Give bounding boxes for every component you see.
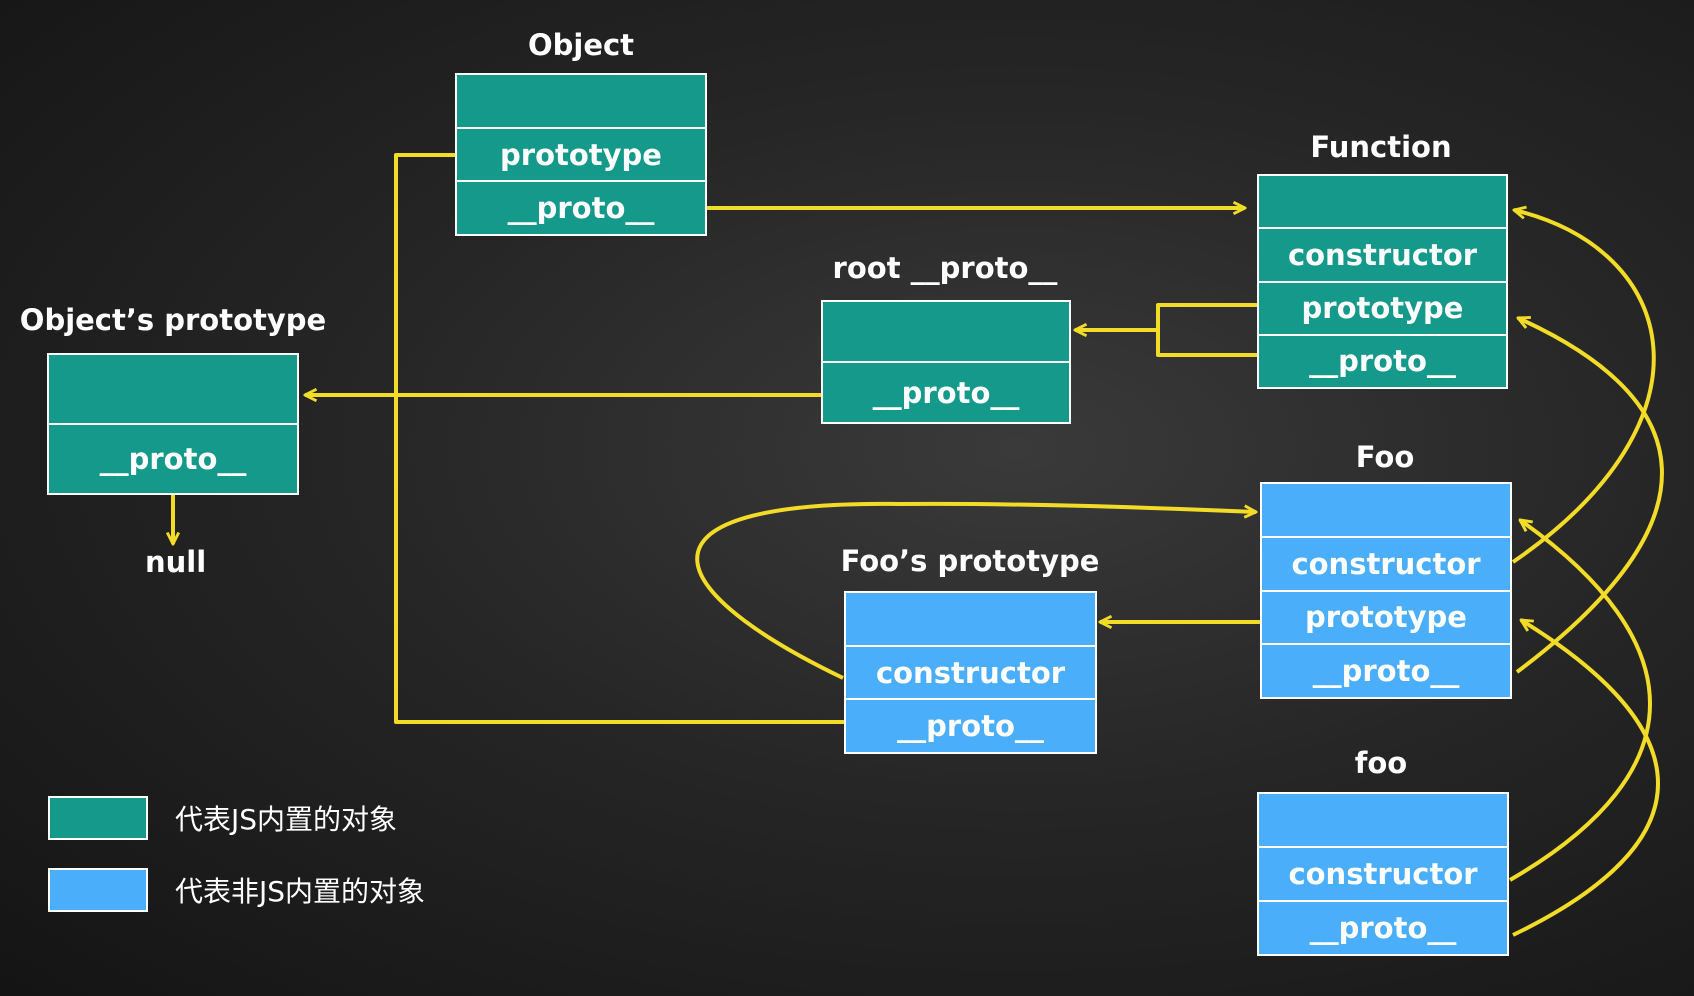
function-row-prototype: prototype	[1259, 280, 1506, 334]
object-prototype-node: __proto__	[47, 353, 299, 495]
foo-prototype-node: constructor __proto__	[844, 591, 1097, 754]
foo-instance-row-empty	[1259, 794, 1507, 846]
foo-instance-title: foo	[1354, 746, 1408, 780]
foo-node: constructor prototype __proto__	[1260, 482, 1512, 699]
foo-row-empty	[1262, 484, 1510, 536]
legend-custom-swatch	[48, 868, 148, 912]
legend-builtin-label: 代表JS内置的对象	[175, 803, 398, 836]
foo-title: Foo	[1355, 440, 1415, 474]
foo-prototype-row-empty	[846, 593, 1095, 645]
foo-prototype-title: Foo’s prototype	[840, 544, 1100, 578]
arrow-foo-proto-to-function-prototype	[1517, 318, 1664, 674]
arrow-foo-instance-proto-to-foo-prototype	[1512, 618, 1660, 937]
arrow-foo-instance-constructor-to-foo	[1508, 520, 1652, 882]
foo-row-constructor: constructor	[1262, 535, 1510, 590]
function-row-constructor: constructor	[1259, 227, 1506, 280]
legend-custom-label: 代表非JS内置的对象	[175, 875, 426, 908]
foo-row-proto: __proto__	[1262, 643, 1510, 697]
object-title: Object	[527, 28, 635, 62]
foo-instance-node: constructor __proto__	[1257, 792, 1509, 956]
object-row-proto: __proto__	[457, 180, 705, 234]
arrow-foo-constructor-to-function	[1513, 210, 1656, 564]
root-proto-row-proto: __proto__	[823, 361, 1069, 422]
root-proto-row-empty	[823, 302, 1069, 361]
line-object-prototype-to-foo-prototype-proto	[394, 153, 845, 724]
function-row-empty	[1259, 176, 1506, 227]
arrow-foo-prototype-constructor-to-foo	[695, 501, 1256, 680]
legend-builtin-swatch	[48, 796, 148, 840]
null-label: null	[145, 545, 207, 579]
root-proto-title: root __proto__	[832, 251, 1058, 285]
root-proto-node: __proto__	[821, 300, 1071, 424]
function-row-proto: __proto__	[1259, 333, 1506, 387]
foo-row-prototype: prototype	[1262, 589, 1510, 644]
function-node: constructor prototype __proto__	[1257, 174, 1508, 389]
foo-prototype-row-constructor: constructor	[846, 644, 1095, 699]
object-prototype-row-proto: __proto__	[49, 423, 297, 493]
object-prototype-row-empty	[49, 355, 297, 423]
function-title: Function	[1310, 130, 1452, 164]
object-row-empty	[457, 75, 705, 127]
object-node: prototype __proto__	[455, 73, 707, 236]
foo-instance-row-proto: __proto__	[1259, 900, 1507, 954]
arrow-function-to-root-proto	[1075, 303, 1258, 357]
object-row-prototype: prototype	[457, 126, 705, 181]
object-prototype-title: Object’s prototype	[19, 303, 327, 337]
foo-prototype-row-proto: __proto__	[846, 698, 1095, 752]
foo-instance-row-constructor: constructor	[1259, 846, 1507, 900]
